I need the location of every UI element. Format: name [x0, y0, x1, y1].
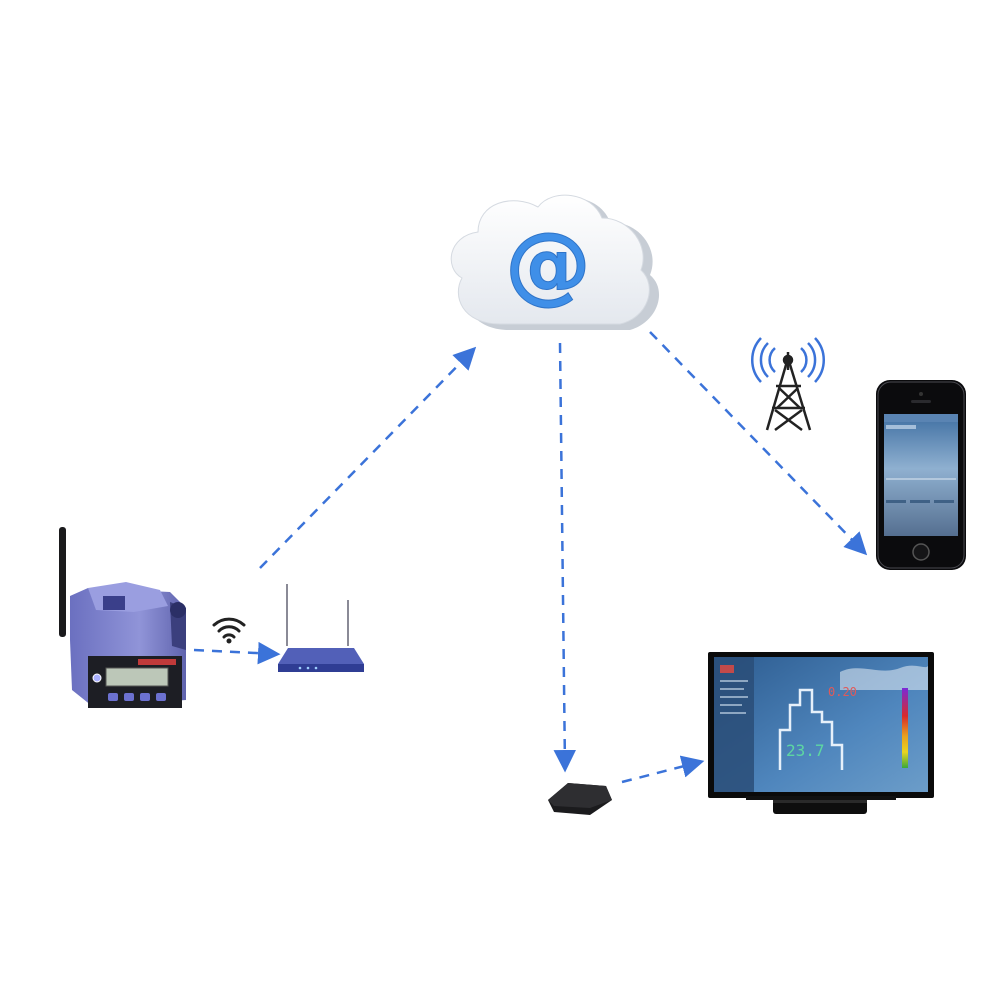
data-logger-icon: [59, 527, 186, 708]
logger-antenna: [59, 527, 66, 637]
tv-reading: 23.7: [786, 741, 825, 760]
cloud-at-symbol: @: [505, 214, 591, 314]
router-icon: [278, 584, 364, 672]
media-box-icon: [548, 783, 612, 815]
arrow-cloud-to-media-box: [553, 342, 577, 773]
arrow-router-to-cloud: [259, 346, 477, 569]
television-icon: 23.7 0.20: [708, 652, 934, 814]
cell-tower-icon: [751, 337, 825, 432]
arrow-media-box-to-tv: [621, 755, 705, 784]
smartphone-icon: [876, 380, 966, 570]
arrow-cloud-to-phone: [649, 331, 868, 556]
tv-graph-line: [778, 688, 844, 770]
wifi-icon: [212, 617, 246, 644]
arrow-logger-to-router: [193, 641, 281, 665]
tv-top-reading: 0.20: [828, 685, 857, 699]
tv-color-scale-bar: [902, 688, 908, 768]
logger-display: [105, 667, 169, 687]
phone-home-button: [912, 543, 930, 561]
phone-screen: [884, 414, 958, 536]
cloud-icon: @: [450, 194, 660, 330]
cloud-body: [450, 194, 650, 325]
connection-arrows: [193, 331, 868, 784]
